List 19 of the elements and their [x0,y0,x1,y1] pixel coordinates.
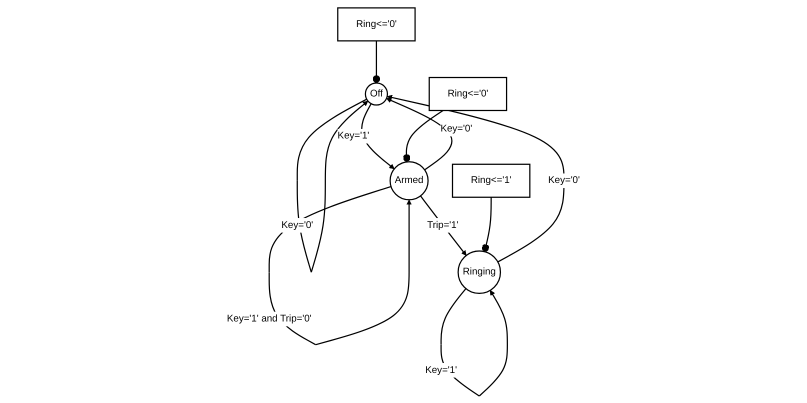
edge-label: Key='0' [548,174,580,186]
arrow [386,97,453,170]
arrow [387,94,565,262]
edge-label: Key='1' [425,364,458,375]
node-box: Ring<='0' [337,6,416,41]
arrow [420,195,467,256]
node-box: Ring<='0' [428,76,508,111]
edge-label: Key='0' [282,219,314,230]
node-box: Ring<='1' [452,163,531,198]
edge-label: Trip='1' [427,219,459,230]
node-circle: Off [364,82,388,106]
edge-label: Key='1' [338,130,370,141]
edge-label: Key='1' and Trip='0' [227,312,312,324]
node-circle: Ringing [458,250,502,294]
edge-label: Key='0' [440,123,472,134]
connector [403,109,444,162]
connector [482,196,492,252]
connector [372,40,380,82]
node-circle: Armed [390,160,429,200]
